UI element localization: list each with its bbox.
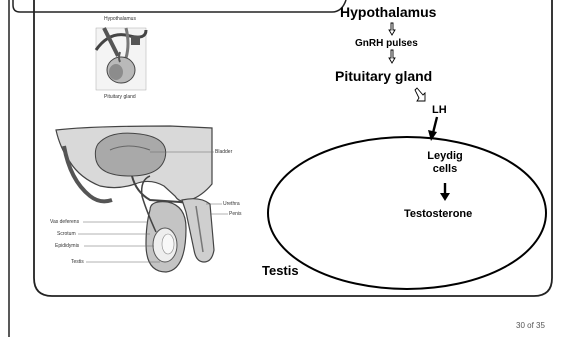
pituitary-figure [96,28,146,90]
leydig-cells-label: Leydig cells [419,150,471,176]
page-number: 30 of 35 [516,321,545,330]
figure-title-hypothalamus: Hypothalamus [104,16,136,22]
label-urethra: Urethra [223,201,240,207]
hollow-arrow-diagonal [415,88,425,101]
solid-arrow-leydig-to-testosterone [440,183,450,201]
label-epididymis: Epididymis [55,243,79,249]
label-scrotum: Scrotum [57,231,76,237]
label-penis: Penis [229,211,242,217]
testosterone-label: Testosterone [404,208,472,220]
hollow-arrow-down-1 [389,23,395,35]
hollow-arrow-down-2 [389,50,395,63]
label-testis-small: Testis [71,259,84,265]
testis-label: Testis [262,263,299,278]
pituitary-gland-label: Pituitary gland [335,68,432,84]
top-banner-border [13,0,346,12]
figure-caption-pituitary: Pituitary gland [104,94,136,100]
anatomy-figure [56,126,228,272]
label-bladder: Bladder [215,149,232,155]
label-vas-deferens: Vas deferens [50,219,79,225]
lh-label: LH [432,104,447,116]
hypothalamus-label: Hypothalamus [340,4,436,20]
gnrh-pulses-label: GnRH pulses [355,38,418,49]
